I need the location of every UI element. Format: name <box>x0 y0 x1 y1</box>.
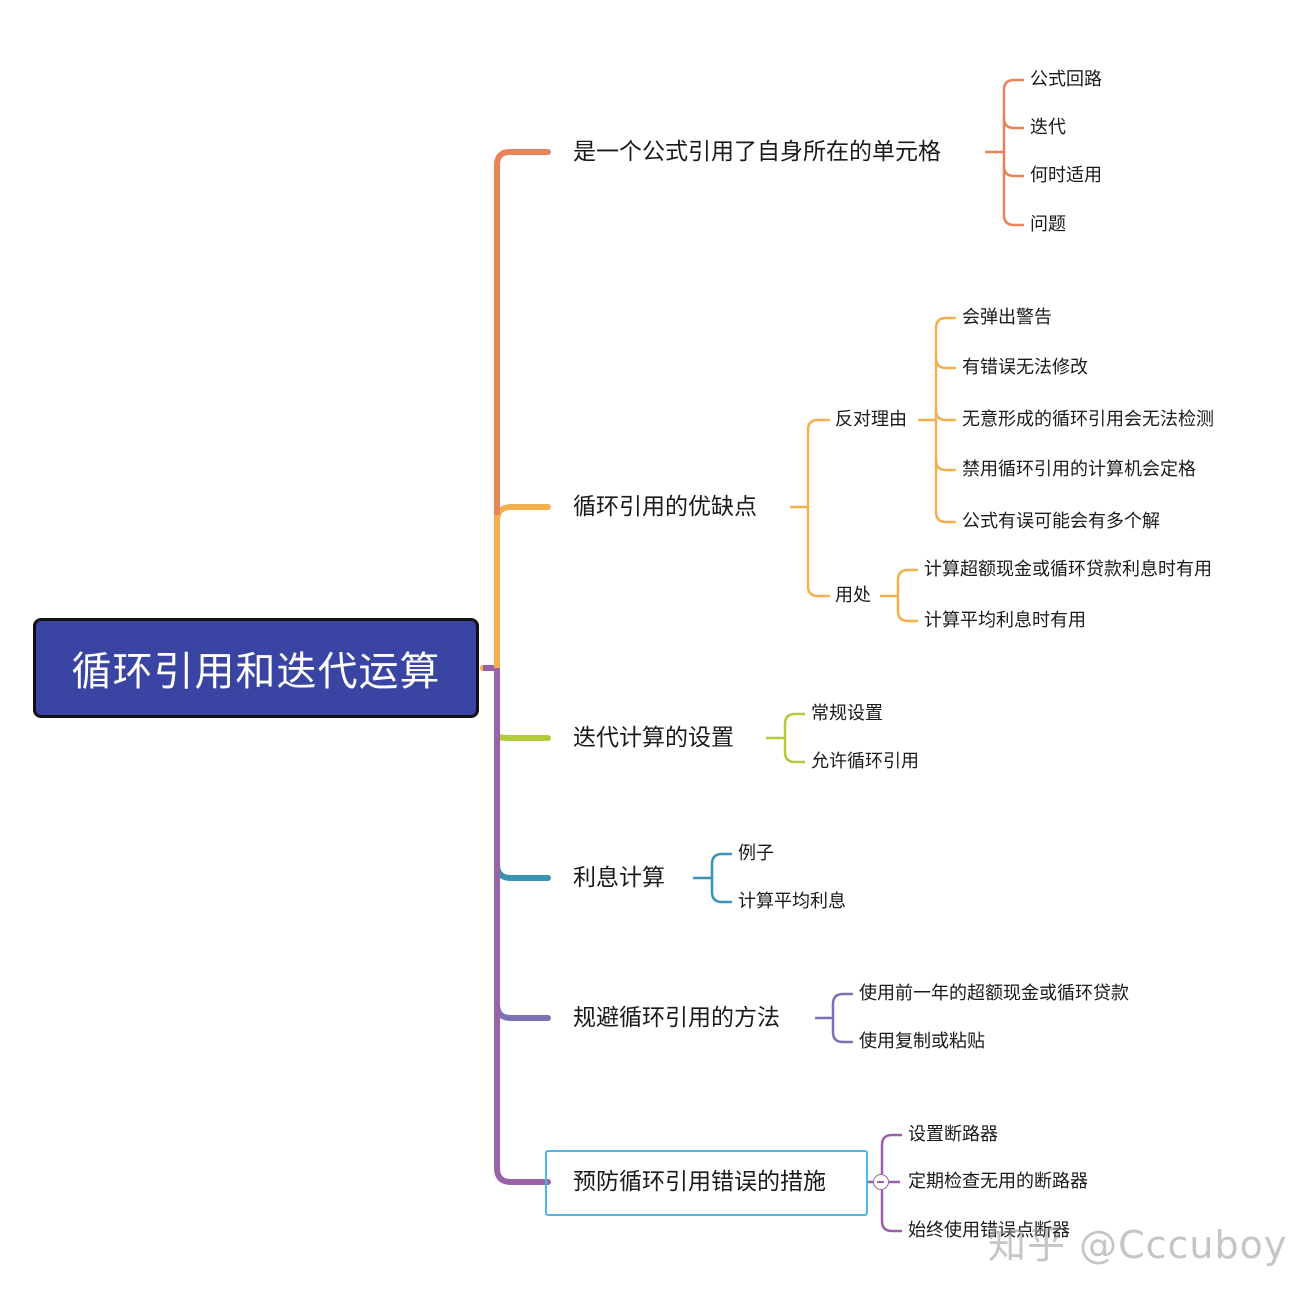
subtopic-always-use[interactable]: 始终使用错误点断器 <box>908 1220 1070 1241</box>
branch-line-2 <box>480 504 551 671</box>
leaf-warning-popup[interactable]: 会弹出警告 <box>962 307 1052 328</box>
leaf-error-unfixable[interactable]: 有错误无法修改 <box>962 357 1088 378</box>
subtopic-uses[interactable]: 用处 <box>835 585 871 606</box>
subtopic-avg-interest[interactable]: 计算平均利息 <box>738 891 846 912</box>
subtopic-objections[interactable]: 反对理由 <box>835 409 907 430</box>
topic-prevention[interactable]: 预防循环引用错误的措施 <box>573 1169 826 1195</box>
branch-line-3 <box>494 665 551 741</box>
branch-1-children-lines <box>985 78 1024 227</box>
leaf-undetectable[interactable]: 无意形成的循环引用会无法检测 <box>962 409 1214 430</box>
topic-avoid-methods[interactable]: 规避循环引用的方法 <box>573 1005 780 1031</box>
branch-line-4 <box>494 733 551 881</box>
topic-definition[interactable]: 是一个公式引用了自身所在的单元格 <box>573 139 941 165</box>
subtopic-allow-circular[interactable]: 允许循环引用 <box>811 751 919 772</box>
branch-2-children-lines <box>790 316 956 623</box>
subtopic-circuit-breaker[interactable]: 设置断路器 <box>908 1124 998 1145</box>
subtopic-formula-loop[interactable]: 公式回路 <box>1030 69 1102 90</box>
leaf-freeze[interactable]: 禁用循环引用的计算机会定格 <box>962 459 1196 480</box>
collapse-toggle-icon[interactable] <box>873 1174 889 1190</box>
topic-pros-cons[interactable]: 循环引用的优缺点 <box>573 494 757 520</box>
subtopic-check-breakers[interactable]: 定期检查无用的断路器 <box>908 1171 1088 1192</box>
watermark: 知乎 @Cccuboy <box>988 1223 1288 1267</box>
subtopic-example[interactable]: 例子 <box>738 843 774 864</box>
subtopic-problems[interactable]: 问题 <box>1030 214 1066 235</box>
leaf-multiple-solutions[interactable]: 公式有误可能会有多个解 <box>962 511 1160 532</box>
branch-line-5 <box>494 861 551 1021</box>
subtopic-general-settings[interactable]: 常规设置 <box>811 703 883 724</box>
trunk-violet <box>483 665 500 1168</box>
topic-iteration-settings[interactable]: 迭代计算的设置 <box>573 725 734 751</box>
selected-topic-frame <box>545 1150 868 1216</box>
branch-6-children-lines <box>868 1133 902 1233</box>
branch-5-children-lines <box>815 992 853 1044</box>
subtopic-copy-paste[interactable]: 使用复制或粘贴 <box>859 1031 985 1052</box>
branch-line-1 <box>480 149 551 671</box>
subtopic-iteration[interactable]: 迭代 <box>1030 117 1066 138</box>
root-node[interactable]: 循环引用和迭代运算 <box>33 618 479 718</box>
branch-line-6 <box>494 1001 551 1185</box>
branch-3-children-lines <box>766 712 805 764</box>
subtopic-when-applicable[interactable]: 何时适用 <box>1030 165 1102 186</box>
leaf-average-interest[interactable]: 计算平均利息时有用 <box>924 610 1086 631</box>
root-label: 循环引用和迭代运算 <box>71 649 441 695</box>
leaf-excess-cash[interactable]: 计算超额现金或循环贷款利息时有用 <box>924 559 1212 580</box>
topic-interest-calc[interactable]: 利息计算 <box>573 865 665 891</box>
branch-4-children-lines <box>693 852 732 904</box>
subtopic-prior-year[interactable]: 使用前一年的超额现金或循环贷款 <box>859 983 1129 1004</box>
